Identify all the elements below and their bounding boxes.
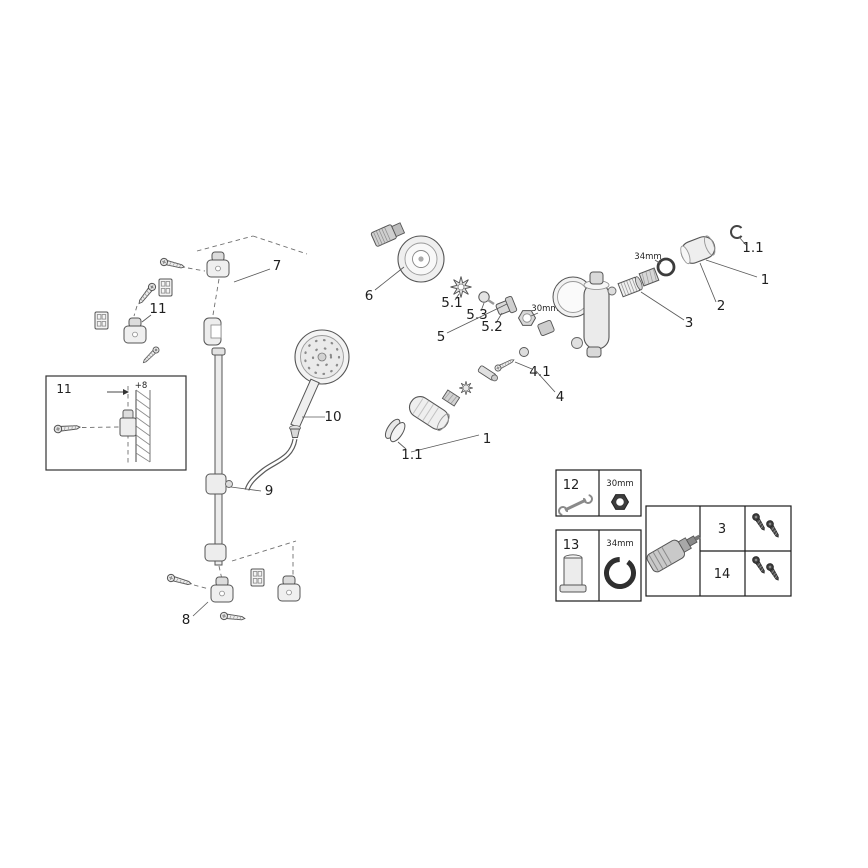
hand-shower-handle (290, 378, 320, 429)
shower-rail (211, 347, 226, 566)
rail-bottom-bracket (204, 543, 227, 562)
fixing-screw-icon (764, 561, 782, 583)
spline-adapter-icon (458, 380, 474, 396)
wall-bracket-11-group: 11 (94, 281, 167, 366)
extension-part-icon (559, 554, 587, 593)
shower-rail-assembly: 7 11 10 (94, 235, 350, 628)
screw-icon (159, 257, 186, 272)
row-12-label: 12 (563, 478, 580, 493)
inlet-adapter-icon (537, 319, 555, 337)
callout-2: 2 (717, 298, 726, 314)
nut-30mm-icon (517, 310, 537, 326)
nut-size-label: 30mm (531, 304, 558, 314)
shower-hose (244, 438, 298, 491)
offset-dimension: +8 (107, 381, 147, 395)
ring-size-label: 34mm (634, 252, 661, 262)
inset-callout-11: 11 (56, 382, 71, 396)
parts-table: 12 30mm 13 34mm (555, 469, 792, 602)
table-box-13: 13 34mm (555, 529, 642, 602)
table-box-cartridge: 3 14 (645, 505, 792, 597)
row-13-label: 13 (563, 538, 580, 553)
rail-bracket-icon (277, 575, 301, 602)
wall-bracket-top-group: 7 (158, 251, 282, 346)
spray-nozzle-ring (303, 338, 341, 376)
callout-8: 8 (182, 612, 191, 628)
retaining-clip-icon (730, 225, 744, 239)
row-12-size-label: 30mm (606, 479, 633, 489)
fixing-screw-icon (764, 518, 782, 540)
mounting-detail-inset: 11 +8 (45, 375, 187, 471)
connector-parts-group: 5.1 5.3 5.2 5 30mm (437, 276, 559, 345)
screw-icon (140, 345, 161, 366)
screw-icon (493, 356, 516, 373)
cell-3-label: 3 (718, 522, 726, 537)
callout-9: 9 (265, 483, 274, 499)
wall-plate-icon (158, 278, 173, 297)
nut-30mm-icon (610, 494, 630, 510)
spray-nozzle-ring (311, 346, 333, 368)
ball-joint-icon (478, 291, 490, 303)
threaded-adapter-icon (638, 267, 660, 287)
construction-line (196, 235, 254, 252)
callout-4: 4 (556, 389, 565, 405)
callout-3: 3 (685, 315, 694, 331)
wall-plate-icon (94, 311, 109, 330)
ring-34mm-icon (604, 557, 636, 589)
handle-chain-group: 4.1 4 (384, 347, 565, 463)
rail-bracket-icon (210, 576, 234, 603)
wall-bracket-bottom-group: 8 (166, 540, 301, 628)
construction-line (252, 235, 308, 255)
slide-holder: 9 (205, 473, 274, 499)
callout-1-1-left: 1.1 (401, 447, 422, 463)
callout-6: 6 (365, 288, 374, 304)
rail-bracket-icon (206, 251, 230, 278)
callout-1-1-right: 1.1 (742, 240, 763, 256)
check-valve-spring-icon (617, 276, 643, 298)
hand-shower: 10 (289, 329, 350, 438)
callout-5-2: 5.2 (481, 319, 502, 335)
cartridge-chain-group: 34mm 1.1 1 2 3 (617, 225, 770, 331)
handle-grip-icon (408, 396, 450, 432)
inset-bracket-and-screw (53, 409, 137, 437)
fixing-screw-icon (750, 554, 768, 576)
pivot-icon (519, 347, 529, 357)
hose-nut-icon (289, 428, 301, 438)
callout-4-1: 4.1 (529, 364, 550, 380)
callout-10: 10 (324, 409, 341, 425)
callout-1-left: 1 (483, 431, 492, 447)
callout-11: 11 (149, 301, 166, 317)
cap-icon (680, 235, 716, 265)
wall-plate-icon (250, 568, 265, 587)
mixer-body (552, 271, 617, 358)
offset-dimension-label: +8 (135, 381, 148, 391)
row-13-size-label: 34mm (606, 539, 633, 549)
wall-union-group: 6 (365, 222, 445, 304)
cartridge-icon (646, 534, 701, 573)
table-box-12: 12 30mm (555, 469, 642, 517)
lever-icon (477, 365, 498, 382)
screw-icon (166, 573, 193, 588)
handle-end-cap-icon (384, 418, 406, 443)
ring-34mm-icon (656, 257, 676, 277)
elbow-icon (495, 295, 518, 315)
s-union-icon (370, 222, 406, 247)
callout-5: 5 (437, 329, 446, 345)
callout-1-right: 1 (761, 272, 770, 288)
threaded-stem-icon (441, 389, 461, 407)
screw-icon (219, 611, 246, 623)
fixing-screw-icon (750, 511, 768, 533)
wrench-icon (558, 494, 593, 516)
callout-5-3: 5.3 (466, 307, 487, 323)
thermostat-assembly: 6 5.1 5.3 5.2 5 (365, 222, 770, 463)
cell-14-label: 14 (714, 567, 731, 582)
callout-5-1: 5.1 (441, 295, 462, 311)
callout-7: 7 (273, 258, 282, 274)
